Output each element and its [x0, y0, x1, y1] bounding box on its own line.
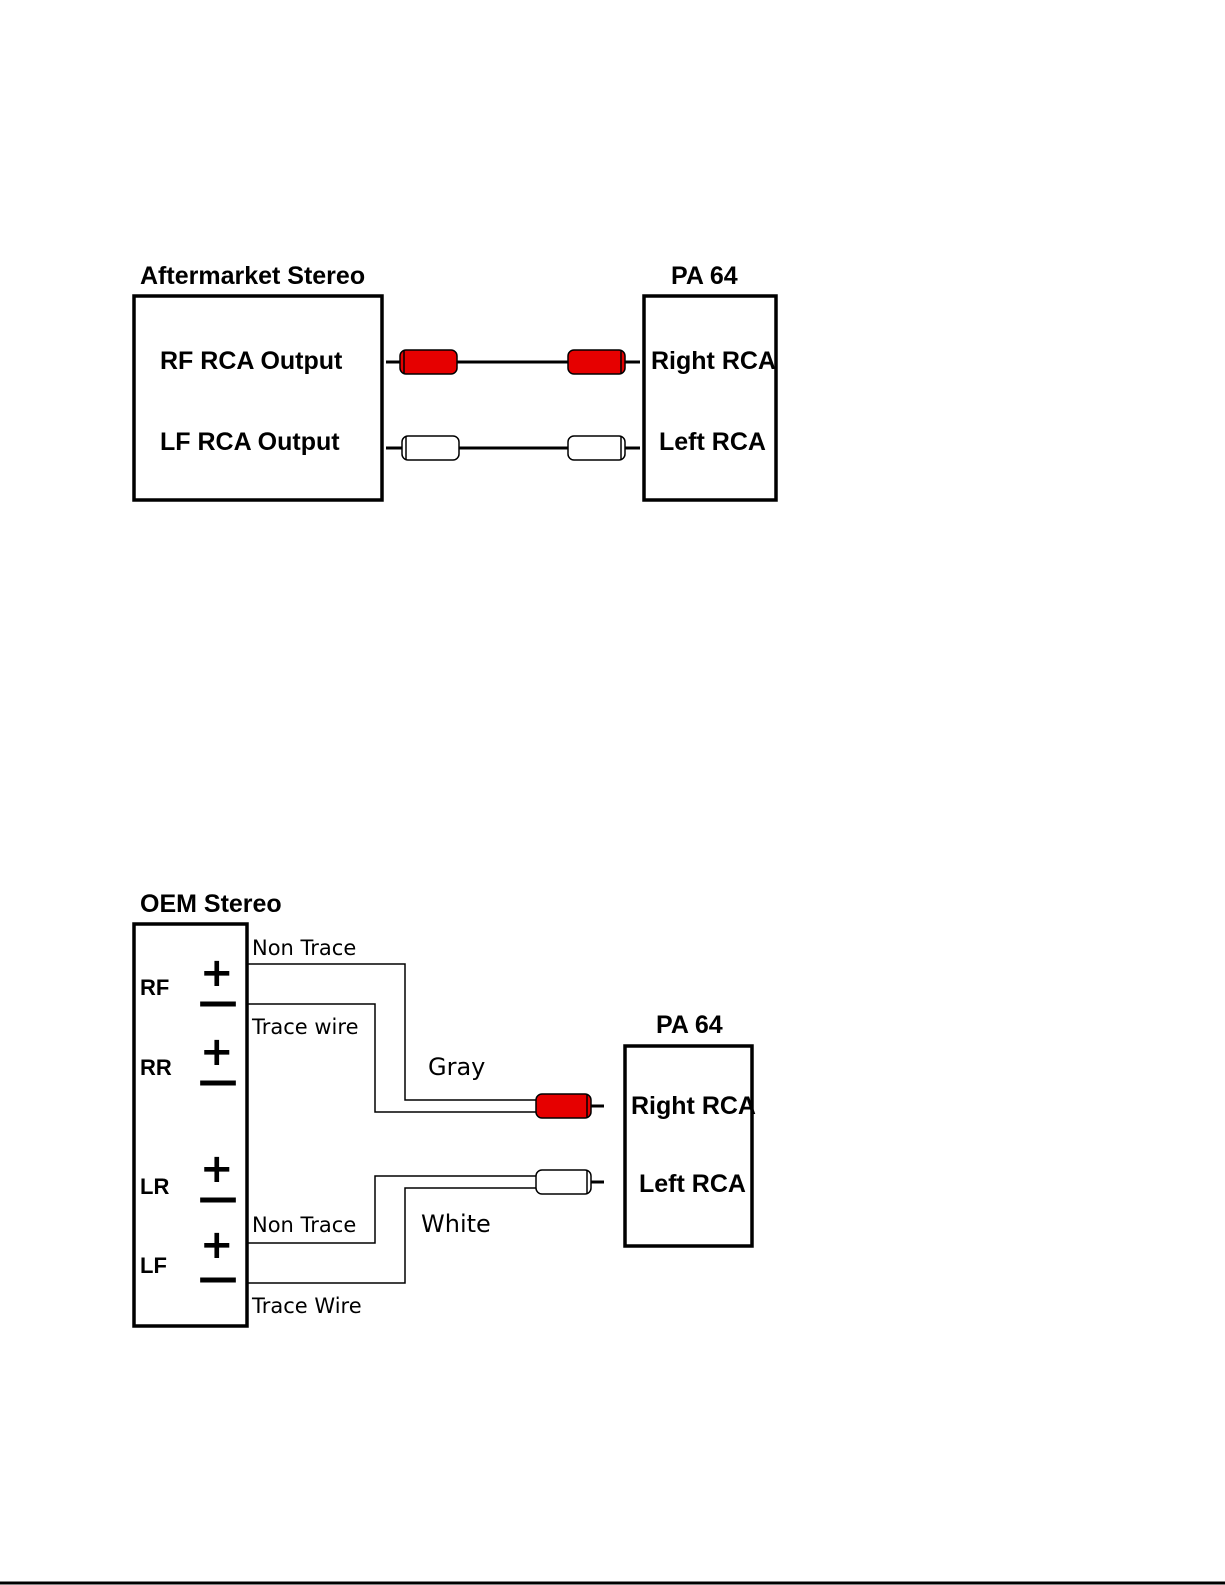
minus-symbol: —	[198, 1058, 238, 1104]
left-rca-top-label: Left RCA	[659, 428, 766, 456]
white-cable-label: White	[421, 1210, 491, 1238]
minus-symbol: —	[198, 1255, 238, 1301]
white-rca-plug	[536, 1170, 591, 1194]
oem-diagram: OEM Stereo PA 64 RF RR LR LF + — + — + —…	[134, 890, 756, 1326]
lf-trace-wire-label: Trace Wire	[251, 1294, 362, 1318]
rf-non-trace-label: Non Trace	[252, 936, 356, 960]
left-rca-bottom-label: Left RCA	[639, 1170, 746, 1198]
red-rca-plug	[568, 350, 625, 374]
red-rca-plug	[536, 1094, 591, 1118]
rf-trace-wire-label: Trace wire	[251, 1015, 359, 1039]
pa64-bottom-box	[625, 1046, 752, 1246]
aftermarket-diagram: Aftermarket Stereo PA 64 RF RCA Output L…	[134, 262, 776, 500]
lf-non-trace-label: Non Trace	[252, 1213, 356, 1237]
pa64-top-box	[644, 296, 776, 500]
minus-symbol: —	[198, 1175, 238, 1221]
red-rca-plug	[400, 350, 457, 374]
rf-rca-output-label: RF RCA Output	[160, 347, 343, 375]
pa64-bottom-title: PA 64	[656, 1011, 723, 1039]
white-rca-plug	[568, 436, 625, 460]
right-rca-plug-bottom	[536, 1094, 604, 1118]
channel-rf-label: RF	[140, 975, 169, 1000]
channel-lr-label: LR	[140, 1174, 169, 1199]
right-rca-bottom-label: Right RCA	[631, 1092, 756, 1120]
pa64-top-title: PA 64	[671, 262, 738, 290]
white-rca-plug	[402, 436, 459, 460]
left-rca-cable-top	[386, 436, 640, 460]
oem-stereo-title: OEM Stereo	[140, 890, 282, 918]
left-rca-plug-bottom	[536, 1170, 604, 1194]
channel-rr-label: RR	[140, 1055, 172, 1080]
channel-lf-label: LF	[140, 1253, 167, 1278]
aftermarket-stereo-box	[134, 296, 382, 500]
gray-cable-label: Gray	[428, 1053, 485, 1081]
right-rca-top-label: Right RCA	[651, 347, 776, 375]
aftermarket-stereo-title: Aftermarket Stereo	[140, 262, 365, 290]
lf-rca-output-label: LF RCA Output	[160, 428, 340, 456]
minus-symbol: —	[198, 979, 238, 1025]
right-rca-cable-top	[386, 350, 640, 374]
